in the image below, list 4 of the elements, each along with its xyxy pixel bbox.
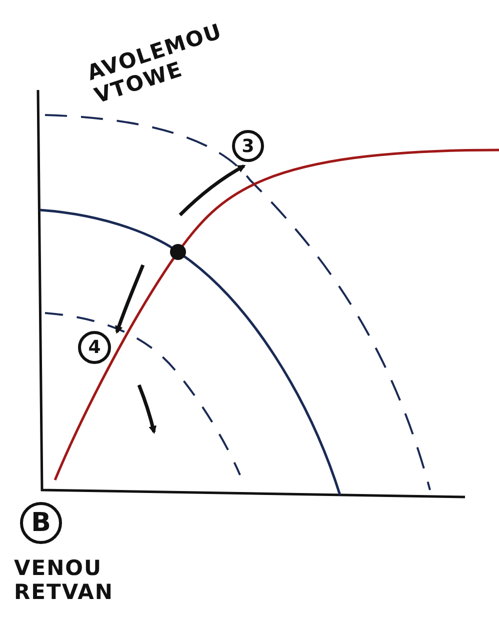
callout-number: 3 bbox=[232, 130, 264, 162]
axis-title: VENOU RETVAN bbox=[14, 556, 114, 604]
callout-letter: B bbox=[20, 502, 62, 544]
callout-number: 4 bbox=[78, 331, 111, 364]
